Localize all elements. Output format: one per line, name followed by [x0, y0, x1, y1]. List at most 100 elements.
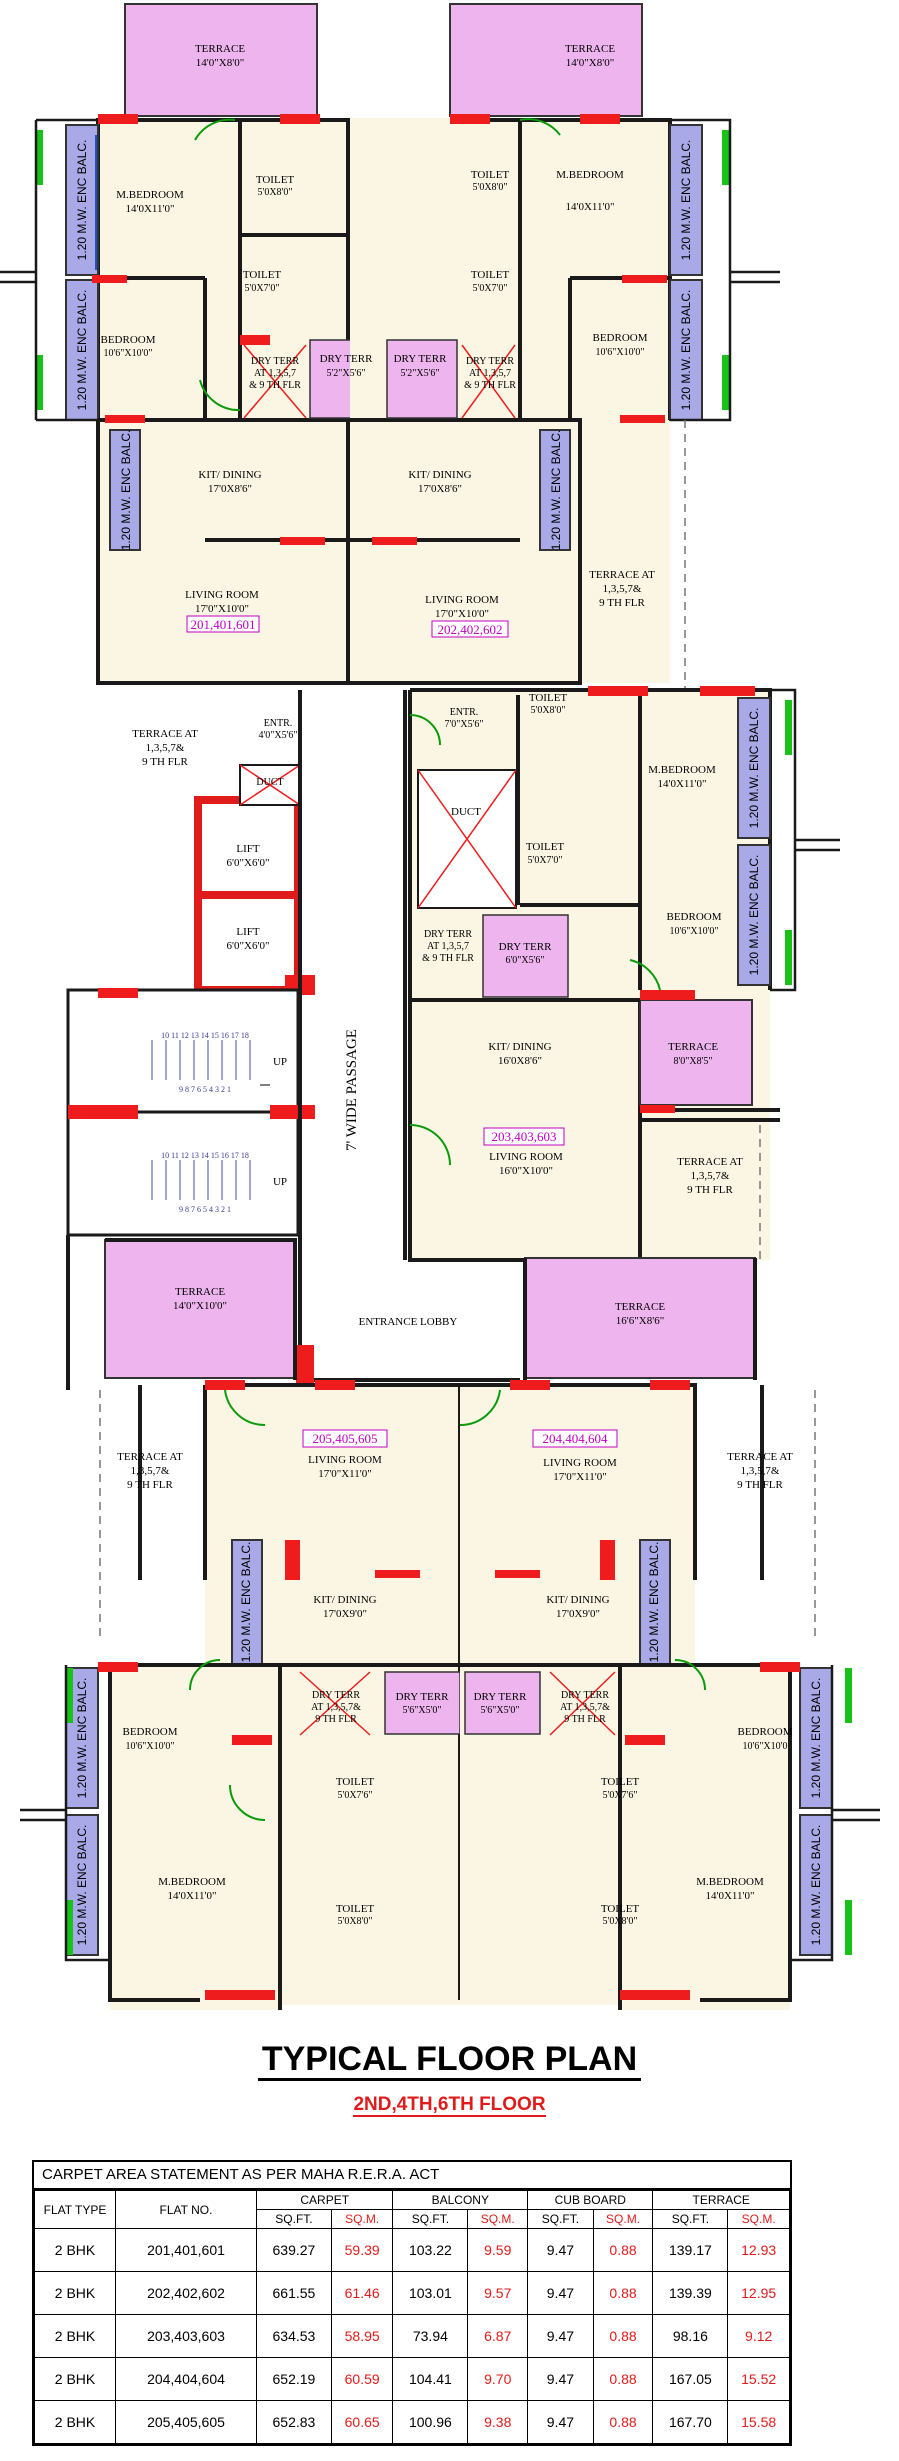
- lbl-enc-5: 1.20 M.W. ENC BALC.: [679, 290, 693, 411]
- terrace-lower-left: [104, 1239, 296, 1379]
- lbl-dry-at-205-2: AT 1,3,5,7&: [311, 1702, 361, 1713]
- col-flat-type: FLAT TYPE: [34, 2190, 116, 2229]
- page-subtitle-text: 2ND,4TH,6TH FLOOR: [353, 2094, 546, 2117]
- lbl-dry-at-202-2: AT 1,3,5,7: [469, 368, 511, 379]
- lbl-toilet-201a: TOILET: [256, 174, 295, 186]
- cell-terrace-sqm: 12.95: [727, 2271, 790, 2315]
- lbl-dry-201: DRY TERR: [320, 353, 374, 365]
- cell-cub-sqft: 9.47: [527, 2400, 594, 2444]
- lbl-toilet-203b-dim: 5'0X7'0": [528, 855, 563, 866]
- cell-balcony-sqft: 103.22: [392, 2228, 469, 2272]
- cell-balcony-sqm: 9.70: [467, 2357, 529, 2401]
- cell-terrace-sqm: 12.93: [727, 2228, 790, 2272]
- dry-terrace-lower-right: [464, 1671, 541, 1735]
- cell-cub-sqft: 9.47: [527, 2314, 594, 2358]
- lbl-kit-201-dim: 17'0X8'6": [208, 483, 252, 495]
- lbl-lift-1-dim: 6'0"X6'0": [227, 857, 270, 869]
- cell-terrace-sqm: 15.52: [727, 2357, 790, 2401]
- flat-204-block: [459, 1380, 880, 2010]
- lbl-dry-at-203: DRY TERR: [424, 929, 472, 940]
- lbl-toilet-205b-dim: 5'0X8'0": [338, 1916, 373, 1927]
- col-group-terrace: TERRACE: [652, 2190, 790, 2210]
- terrace-mid: [639, 999, 753, 1106]
- cell-carpet-sqft: 639.27: [256, 2228, 332, 2272]
- cell-cub-sqft: 9.47: [527, 2357, 594, 2401]
- lbl-terrace-lr-dim: 16'6"X8'6": [616, 1315, 664, 1327]
- lbl-enc-9: 1.20 M.W. ENC BALC.: [239, 1542, 253, 1663]
- table-header-row-1: FLAT TYPE FLAT NO. CARPET BALCONY CUB BO…: [34, 2190, 790, 2229]
- cell-carpet-sqft: 634.53: [256, 2314, 332, 2358]
- flat-203-block: [408, 686, 840, 1262]
- cell-flat: 203,403,603: [115, 2314, 257, 2358]
- lbl-bed-202: BEDROOM: [592, 332, 647, 344]
- cell-flat: 202,402,602: [115, 2271, 257, 2315]
- lbl-dry-at-205: DRY TERR: [312, 1690, 360, 1701]
- terrace-top-right: [449, 3, 643, 117]
- lbl-dry-at-204-2: AT 1,3,5,7&: [560, 1702, 610, 1713]
- lbl-dry-at-201: DRY TERR: [251, 356, 299, 367]
- enc-balcony-1: [65, 124, 99, 276]
- enc-balcony-5: [669, 279, 703, 421]
- lbl-bed-205: BEDROOM: [122, 1726, 177, 1738]
- lbl-terrace-at-205: TERRACE AT: [117, 1451, 183, 1463]
- lbl-kit-204: KIT/ DINING: [546, 1594, 609, 1606]
- lbl-dry-202-dim: 5'2"X5'6": [401, 368, 440, 379]
- enc-balcony-14: [799, 1814, 833, 1956]
- lbl-up-2: UP: [273, 1176, 287, 1188]
- lbl-bed-201: BEDROOM: [100, 334, 155, 346]
- lbl-up-1: UP: [273, 1056, 287, 1068]
- cell-balcony-sqft: 100.96: [392, 2400, 469, 2444]
- lbl-lift-1: LIFT: [236, 843, 260, 855]
- flat-205-block: [20, 1380, 462, 2010]
- lbl-toilet-205a: TOILET: [336, 1776, 375, 1788]
- lbl-toilet-205b: TOILET: [336, 1903, 375, 1915]
- lbl-bed-201-dim: 10'6"X10'0": [104, 348, 153, 359]
- lbl-mbed-201-dim: 14'0X11'0": [126, 203, 175, 215]
- enc-balcony-2: [65, 279, 99, 421]
- lbl-enc-7: 1.20 M.W. ENC BALC.: [747, 708, 761, 829]
- lbl-toilet-205a-dim: 5'0X7'6": [338, 1790, 373, 1801]
- unit-sqft: SQ.FT.: [256, 2209, 332, 2229]
- cell-terrace-sqft: 139.39: [652, 2271, 729, 2315]
- lbl-terrace-tl-dim: 14'0"X8'0": [196, 57, 244, 69]
- page-title-text: TYPICAL FLOOR PLAN: [257, 2040, 642, 2081]
- lbl-living-202: LIVING ROOM: [425, 594, 499, 606]
- cell-balcony-sqm: 9.57: [467, 2271, 529, 2315]
- lbl-terrace-at-201-2: 1,3,5,7&: [146, 742, 185, 754]
- unit-sqft: SQ.FT.: [652, 2209, 729, 2229]
- cell-cub-sqft: 9.47: [527, 2228, 594, 2272]
- flat-no-205: 205,405,605: [313, 1431, 378, 1446]
- lbl-terrace-at-202: TERRACE AT: [589, 569, 655, 581]
- lbl-terrace-at-204-2: 1,3,5,7&: [741, 1465, 780, 1477]
- lbl-living-205: LIVING ROOM: [308, 1454, 382, 1466]
- lbl-toilet-204a-dim: 5'0X7'6": [603, 1790, 638, 1801]
- cell-cub-sqm: 0.88: [592, 2357, 654, 2401]
- lbl-entr-201-dim: 4'0"X5'6": [259, 730, 298, 741]
- lbl-toilet-203b: TOILET: [526, 841, 565, 853]
- lbl-dry-203: DRY TERR: [499, 941, 553, 953]
- cell-balcony-sqft: 103.01: [392, 2271, 469, 2315]
- cell-balcony-sqft: 104.41: [392, 2357, 469, 2401]
- lbl-toilet-201a-dim: 5'0X8'0": [258, 187, 293, 198]
- cell-terrace-sqft: 98.16: [652, 2314, 729, 2358]
- lbl-enc-4: 1.20 M.W. ENC BALC.: [679, 140, 693, 261]
- flat-no-204: 204,404,604: [543, 1431, 609, 1446]
- lbl-living-202-dim: 17'0"X10'0": [435, 608, 489, 620]
- lbl-bed-202-dim: 10'6"X10'0": [596, 347, 645, 358]
- lbl-dry-203-dim: 6'0"X5'6": [506, 955, 545, 966]
- lbl-enc-8: 1.20 M.W. ENC BALC.: [747, 855, 761, 976]
- lbl-toilet-201b-dim: 5'0X7'0": [245, 283, 280, 294]
- dry-terrace-mid: [482, 914, 569, 998]
- lbl-living-205-dim: 17'0"X11'0": [318, 1468, 371, 1480]
- lbl-terrace-ll: TERRACE: [175, 1286, 225, 1298]
- cell-cub-sqft: 9.47: [527, 2271, 594, 2315]
- cell-terrace-sqft: 139.17: [652, 2228, 729, 2272]
- table-row: 2 BHK 203,403,603 634.53 58.95 73.94 6.8…: [34, 2314, 790, 2358]
- lbl-stair-a1: 9 8 7 6 5 4 3 2 1: [179, 1085, 231, 1094]
- carpet-area-table: CARPET AREA STATEMENT AS PER MAHA R.E.R.…: [32, 2160, 792, 2446]
- enc-balcony-3: [109, 429, 141, 551]
- core-block: [66, 764, 315, 1390]
- lbl-terrace-at-201-3: 9 TH FLR: [142, 756, 188, 768]
- enc-balcony-13: [799, 1667, 833, 1809]
- lbl-dry-202: DRY TERR: [394, 353, 448, 365]
